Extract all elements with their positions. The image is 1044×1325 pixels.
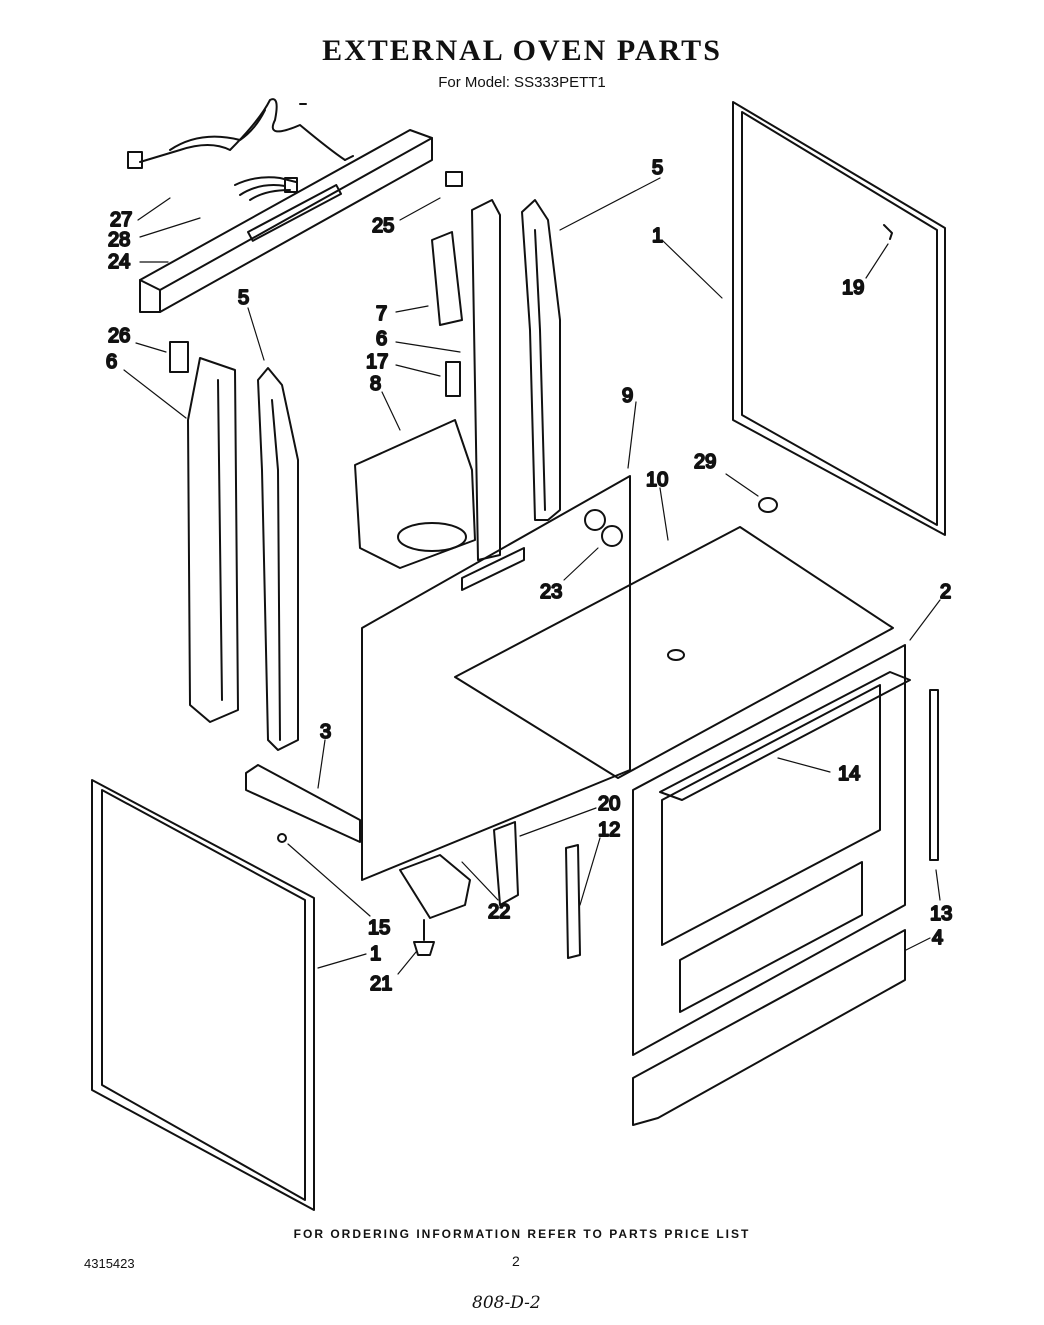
callout-label: 7 <box>376 303 387 325</box>
plug-button-part <box>758 497 778 513</box>
callout-label: 20 <box>598 793 620 815</box>
front-frame-part <box>632 644 906 1056</box>
left-side-panel-part <box>91 779 315 1211</box>
document-number: 4315423 <box>84 1256 135 1271</box>
bottom-panel-part <box>454 526 894 779</box>
model-subtitle: For Model: SS333PETT1 <box>438 74 606 91</box>
left-hinge-bracket-part <box>257 367 299 751</box>
callout-label: 1 <box>652 225 663 247</box>
power-cord-part <box>127 98 354 169</box>
callout-label: 19 <box>842 277 864 299</box>
ordering-info-note: FOR ORDERING INFORMATION REFER TO PARTS … <box>293 1227 751 1241</box>
callout-label: 24 <box>108 251 130 273</box>
callout-label: 22 <box>488 901 510 923</box>
page-title: EXTERNAL OVEN PARTS <box>322 34 722 67</box>
page-number: 2 <box>512 1253 520 1269</box>
callout-label: 12 <box>598 819 620 841</box>
trim-strip-part <box>659 671 911 801</box>
callout-label: 2 <box>940 581 951 603</box>
clip-part <box>445 171 463 187</box>
leveling-leg-part <box>413 919 435 956</box>
callout-label: 25 <box>372 215 394 237</box>
screw-part <box>277 833 287 843</box>
callout-label: 6 <box>106 351 117 373</box>
bottom-trim-part <box>245 764 361 843</box>
callout-label: 26 <box>108 325 130 347</box>
callout-label: 10 <box>646 469 668 491</box>
callout-label: 8 <box>370 373 381 395</box>
center-channel-part <box>431 199 501 561</box>
callout-label: 3 <box>320 721 331 743</box>
callout-label: 1 <box>370 943 381 965</box>
left-side-channel-part <box>187 357 239 723</box>
burner-box-part <box>354 419 476 569</box>
callout-label: 6 <box>376 328 387 350</box>
callout-labels: 27 28 24 25 5 1 19 26 6 5 7 6 17 8 9 29 … <box>105 156 953 996</box>
callout-label: 21 <box>370 973 392 995</box>
callout-label: 5 <box>652 157 663 179</box>
handwritten-code: 808-D-2 <box>472 1293 541 1313</box>
callout-label: 5 <box>238 287 249 309</box>
callout-label: 4 <box>932 927 943 949</box>
callout-label: 15 <box>368 917 390 939</box>
wire-harness-part <box>234 176 298 201</box>
top-trim-rail-part <box>139 129 433 313</box>
callout-label: 27 <box>110 209 132 231</box>
callout-label: 28 <box>108 229 130 251</box>
back-panel-part <box>361 475 631 881</box>
right-hinge-bracket-part <box>521 199 561 521</box>
callout-label: 29 <box>694 451 716 473</box>
right-side-panel-part <box>732 101 946 536</box>
callout-label: 13 <box>930 903 952 925</box>
bracket-part <box>169 341 189 373</box>
gas-valve-part <box>399 854 471 919</box>
callout-label: 23 <box>540 581 562 603</box>
callout-label: 17 <box>366 351 388 373</box>
lower-brackets-part <box>493 821 581 959</box>
kick-panel-part <box>632 929 906 1126</box>
side-strip-part <box>929 689 939 861</box>
callout-label: 9 <box>622 385 633 407</box>
callout-label: 14 <box>838 763 860 785</box>
leader-lines <box>123 177 941 975</box>
